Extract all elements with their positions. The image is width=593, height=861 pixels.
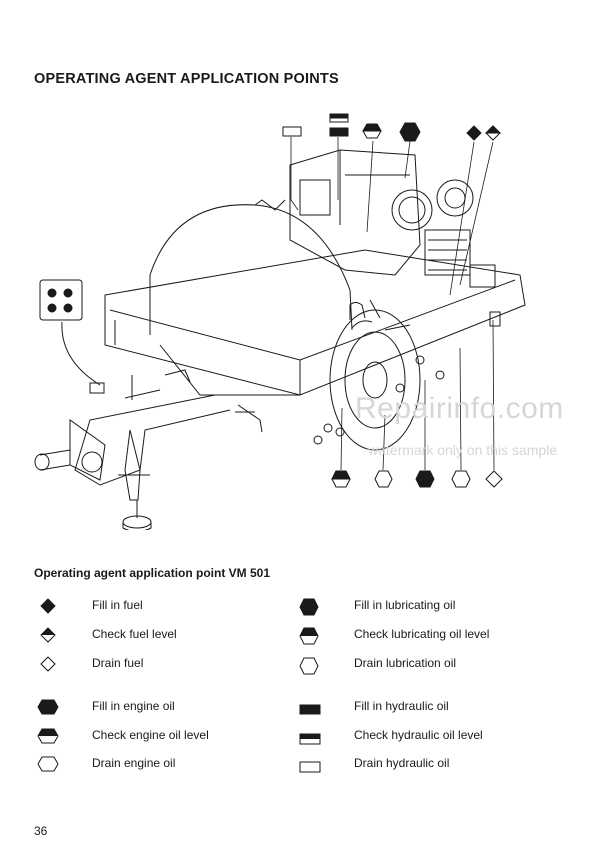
page-number: 36	[34, 824, 48, 838]
elongated-hexagon-filled-icon	[37, 699, 59, 715]
legend-title: Operating agent application point VM 501	[34, 566, 271, 580]
watermark-note: watermark only on this sample	[368, 442, 558, 458]
hexagon-filled-icon	[299, 598, 319, 616]
hexagon-half-icon	[299, 627, 319, 645]
diamond-outline-icon	[40, 656, 56, 672]
page-title: OPERATING AGENT APPLICATION POINTS	[34, 71, 339, 87]
diamond-half-icon	[40, 627, 56, 643]
hexagon-outline-icon	[299, 657, 319, 675]
legend-label-check-lubricating-oil: Check lubricating oil level	[354, 627, 490, 641]
legend-label-check-engine-oil: Check engine oil level	[92, 728, 209, 742]
legend-label-check-fuel: Check fuel level	[92, 627, 177, 641]
legend-label-fill-fuel: Fill in fuel	[92, 598, 143, 612]
rectangle-outline-icon	[299, 761, 321, 773]
watermark: Repairinfo.com	[355, 392, 564, 425]
legend-label-drain-lubrication-oil: Drain lubrication oil	[354, 656, 457, 670]
elongated-hexagon-half-icon	[37, 728, 59, 744]
legend-label-drain-fuel: Drain fuel	[92, 656, 144, 670]
rectangle-filled-icon	[299, 704, 321, 715]
legend-label-fill-lubricating-oil: Fill in lubricating oil	[354, 598, 456, 612]
legend-label-drain-hydraulic-oil: Drain hydraulic oil	[354, 756, 450, 770]
rectangle-half-icon	[299, 733, 321, 745]
legend-label-drain-engine-oil: Drain engine oil	[92, 756, 176, 770]
roller-illustration	[34, 113, 526, 530]
diamond-filled-icon	[40, 598, 56, 614]
legend-label-check-hydraulic-oil: Check hydraulic oil level	[354, 728, 483, 742]
elongated-hexagon-outline-icon	[37, 756, 59, 772]
legend-label-fill-engine-oil: Fill in engine oil	[92, 699, 175, 713]
legend-label-fill-hydraulic-oil: Fill in hydraulic oil	[354, 699, 449, 713]
